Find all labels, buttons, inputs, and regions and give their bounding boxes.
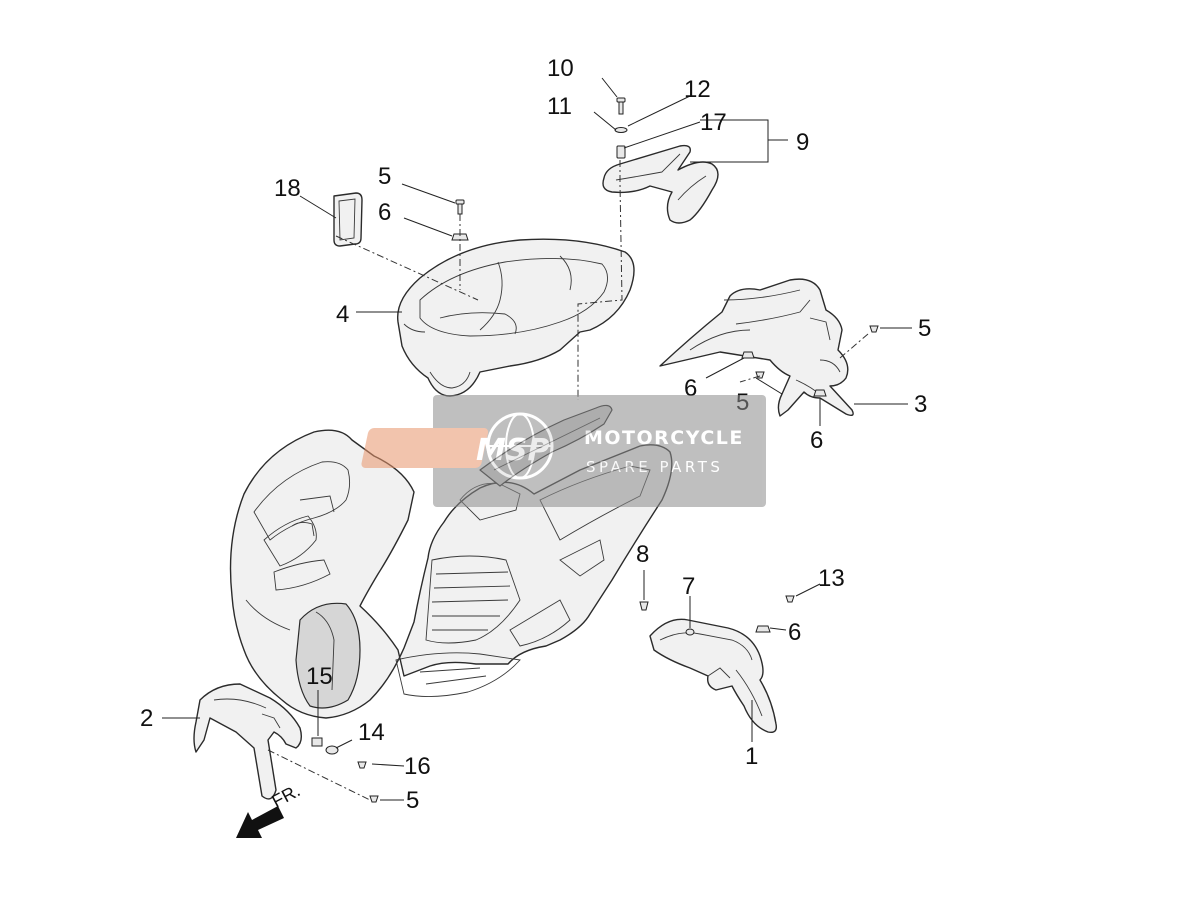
watermark-logo-badge [361, 428, 489, 468]
callout-17: 17 [700, 109, 727, 136]
part-18-cover-plate [333, 192, 363, 247]
callout-14: 14 [358, 719, 385, 746]
callout-6-mudguard: 6 [788, 619, 801, 646]
callout-2: 2 [140, 705, 153, 732]
watermark-line1: MOTORCYCLE [584, 427, 744, 449]
callout-6-rear-low: 6 [810, 427, 823, 454]
watermark: MSP MOTORCYCLE SPARE PARTS [361, 395, 766, 507]
callout-15: 15 [306, 663, 333, 690]
callout-numbers: 10 12 11 17 9 18 5 6 4 5 6 5 3 6 8 7 13 … [140, 55, 931, 814]
callout-5-upper: 5 [378, 163, 391, 190]
part-1-rear-mudguard [649, 618, 778, 734]
part-4-helmet-compartment [396, 238, 635, 397]
callout-3: 3 [914, 391, 927, 418]
callout-16: 16 [404, 753, 431, 780]
part-3-rear-tail-cover [659, 278, 854, 417]
hardware-screws-washers [311, 97, 879, 803]
callout-1: 1 [745, 743, 758, 770]
callout-5-rear-top: 5 [918, 315, 931, 342]
callout-11: 11 [547, 93, 572, 120]
watermark-line2: SPARE PARTS [586, 458, 723, 476]
callout-4: 4 [336, 301, 349, 328]
leader-lines [162, 77, 912, 801]
callout-18: 18 [274, 175, 301, 202]
watermark-logo: MSP [476, 433, 549, 468]
callout-12: 12 [684, 76, 711, 103]
alignment-dashed-lines [267, 160, 869, 801]
callout-5-front: 5 [406, 787, 419, 814]
arrow-down-left-icon [236, 806, 284, 838]
callout-7: 7 [682, 573, 695, 600]
part-9-grab-handle [602, 144, 719, 224]
part-2-front-mudguard [193, 683, 303, 800]
callout-8: 8 [636, 541, 649, 568]
callout-13: 13 [818, 565, 845, 592]
callout-6-upper: 6 [378, 199, 391, 226]
callout-9: 9 [796, 129, 809, 156]
callout-10: 10 [547, 55, 574, 82]
